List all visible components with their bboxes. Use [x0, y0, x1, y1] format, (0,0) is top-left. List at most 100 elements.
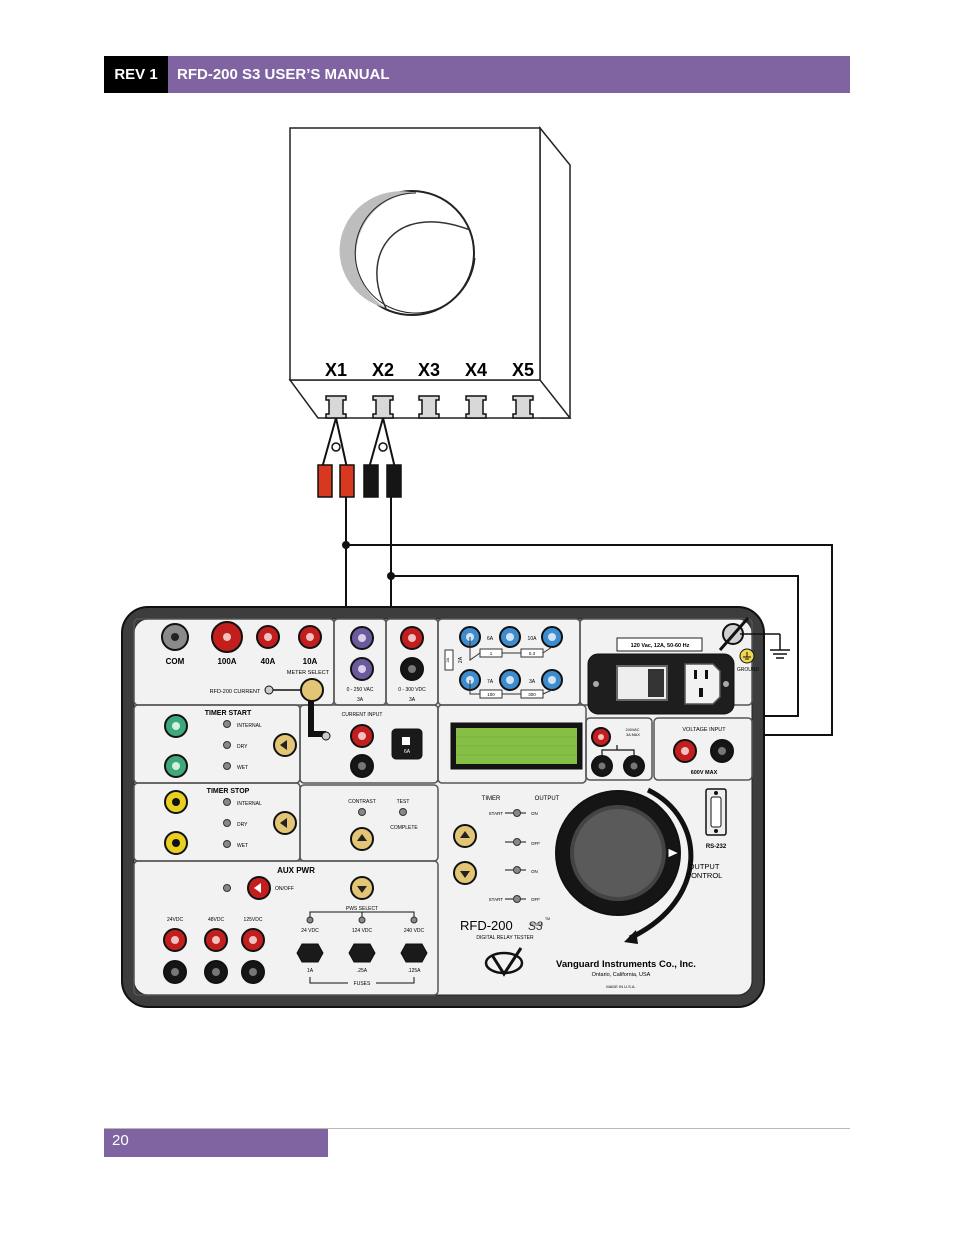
header-rev: REV 1	[104, 56, 168, 93]
aux-rating-label: 240VAC 3A MAX	[626, 728, 641, 737]
range-label-10a: 10A	[528, 636, 538, 642]
output-off-led	[513, 895, 521, 903]
timer-off-label: OFF	[531, 841, 540, 846]
output-control-label-2: CONTROL	[686, 871, 723, 880]
aux-rating-line: 240VAC	[626, 728, 640, 732]
range-label-2a: 2A	[458, 656, 464, 663]
ct-terminal-label: X2	[372, 360, 394, 380]
10a-label: 10A	[303, 657, 318, 666]
timer-stop-option: INTERNAL	[237, 801, 262, 807]
header-title: RFD-200 S3 USER’S MANUAL	[168, 56, 850, 93]
pws-label: 24 VDC	[301, 928, 319, 934]
pws-select-label: PWS SELECT	[346, 906, 378, 912]
timer-start-option: WET	[237, 765, 248, 771]
output-on-led	[513, 866, 521, 874]
test-label: TEST	[397, 799, 410, 805]
model-subtitle: DIGITAL RELAY TESTER	[476, 935, 534, 941]
ct-terminal-label: X1	[325, 360, 347, 380]
timer-stop-label: TIMER STOP	[207, 788, 250, 795]
40a-label: 40A	[261, 657, 276, 666]
range-label-3a: 3A	[529, 679, 536, 685]
shunt-label: 0.3	[529, 651, 536, 656]
power-rating-label: 120 Vac, 12A, 50-60 Hz	[631, 643, 690, 649]
aux-dc-label: 48VDC	[208, 917, 225, 923]
page-number: 20	[104, 1129, 328, 1157]
shunt-label: 300	[528, 692, 536, 697]
fuse-label: .25A	[357, 968, 368, 974]
voltage-max-label: 600V MAX	[691, 770, 718, 776]
panel-sections	[133, 618, 753, 996]
fuse-label: 1A	[307, 968, 314, 974]
timer-stop-option: WET	[237, 843, 248, 849]
ct-terminal-label: X4	[465, 360, 487, 380]
pws-label: 240 VDC	[404, 928, 425, 934]
made-in-label: MADE IN U.S.A.	[606, 984, 635, 989]
timer-off-led	[513, 838, 521, 846]
meter-select-jack[interactable]	[264, 685, 274, 695]
vanguard-logo-icon	[484, 947, 524, 977]
timer-start-option: INTERNAL	[237, 723, 262, 729]
company-name: Vanguard Instruments Co., Inc.	[556, 959, 696, 970]
trademark: TM	[545, 917, 550, 921]
timer-on-led	[513, 809, 521, 817]
meter-select-label: METER SELECT	[287, 670, 330, 676]
timer-start-option: DRY	[237, 744, 248, 750]
ct-terminal-label: X3	[418, 360, 440, 380]
timer-label: TIMER	[482, 796, 501, 802]
ground-icon	[770, 649, 790, 659]
output-on-label: ON	[531, 869, 538, 874]
voltage-input-label: VOLTAGE INPUT	[682, 727, 726, 733]
company-location: Ontario, California, USA	[592, 972, 651, 978]
footer-rule	[104, 1128, 850, 1129]
range-label-7a: 7A	[487, 679, 494, 685]
contrast-label: CONTRAST	[348, 799, 376, 805]
timer-on-label: ON	[531, 811, 538, 816]
power-inlet[interactable]	[684, 663, 721, 705]
complete-label: COMPLETE	[390, 825, 418, 831]
pws-label: 124 VDC	[352, 928, 373, 934]
ground-label: GROUND	[737, 667, 760, 673]
timer-start-switch-label: START	[489, 811, 504, 816]
meter-select-knob[interactable]	[300, 678, 324, 702]
com-label: COM	[166, 657, 185, 666]
range-label-6a: 6A	[487, 636, 494, 642]
fuse-holders	[296, 943, 428, 963]
output-arc-arrow	[628, 787, 694, 941]
fuse-label: .125A	[407, 968, 421, 974]
ct-terminal-posts	[325, 395, 534, 419]
vdc-range-label: 0 - 300 VDC	[398, 687, 426, 693]
wire-junction	[387, 572, 395, 580]
alligator-clip-black	[363, 417, 402, 498]
vdc-amp-label: 3A	[409, 697, 416, 703]
100a-label: 100A	[217, 657, 236, 666]
series-word: SERIES	[530, 923, 544, 927]
fuse-6a-label: 6A	[404, 749, 411, 755]
current-input-label: CURRENT INPUT	[342, 712, 383, 718]
alligator-clip-red	[317, 417, 355, 498]
shunt-label: 100	[487, 692, 495, 697]
aux-dc-label: 24VDC	[167, 917, 184, 923]
timer-start-label: TIMER START	[205, 710, 252, 717]
on-off-label: ON/OFF	[275, 886, 294, 892]
output-start-label: START	[489, 897, 504, 902]
aux-pwr-label: AUX PWR	[277, 866, 315, 875]
aux-rating-line: 3A MAX	[626, 733, 640, 737]
rfd-current-label: RFD-200 CURRENT	[210, 689, 261, 695]
aux-dc-label: 125VDC	[244, 917, 263, 923]
current-transformer	[288, 125, 572, 419]
wire-junction	[342, 541, 350, 549]
model-name: RFD-200	[460, 918, 513, 933]
vac-range-label: 0 - 250 VAC	[347, 687, 374, 693]
timer-stop-option: DRY	[237, 822, 248, 828]
rs232-label: RS-232	[706, 844, 727, 850]
series-mark: S3	[528, 919, 543, 933]
fuses-label: FUSES	[354, 981, 371, 987]
fuse-2a-label: 2A	[445, 657, 450, 662]
lcd-segments	[456, 736, 577, 756]
shunt-label: 1	[490, 651, 493, 656]
output-label: OUTPUT	[535, 796, 560, 802]
vac-amp-label: 3A	[357, 697, 364, 703]
output-off-label: OFF	[531, 897, 540, 902]
output-control-label-1: OUTPUT	[689, 862, 720, 871]
